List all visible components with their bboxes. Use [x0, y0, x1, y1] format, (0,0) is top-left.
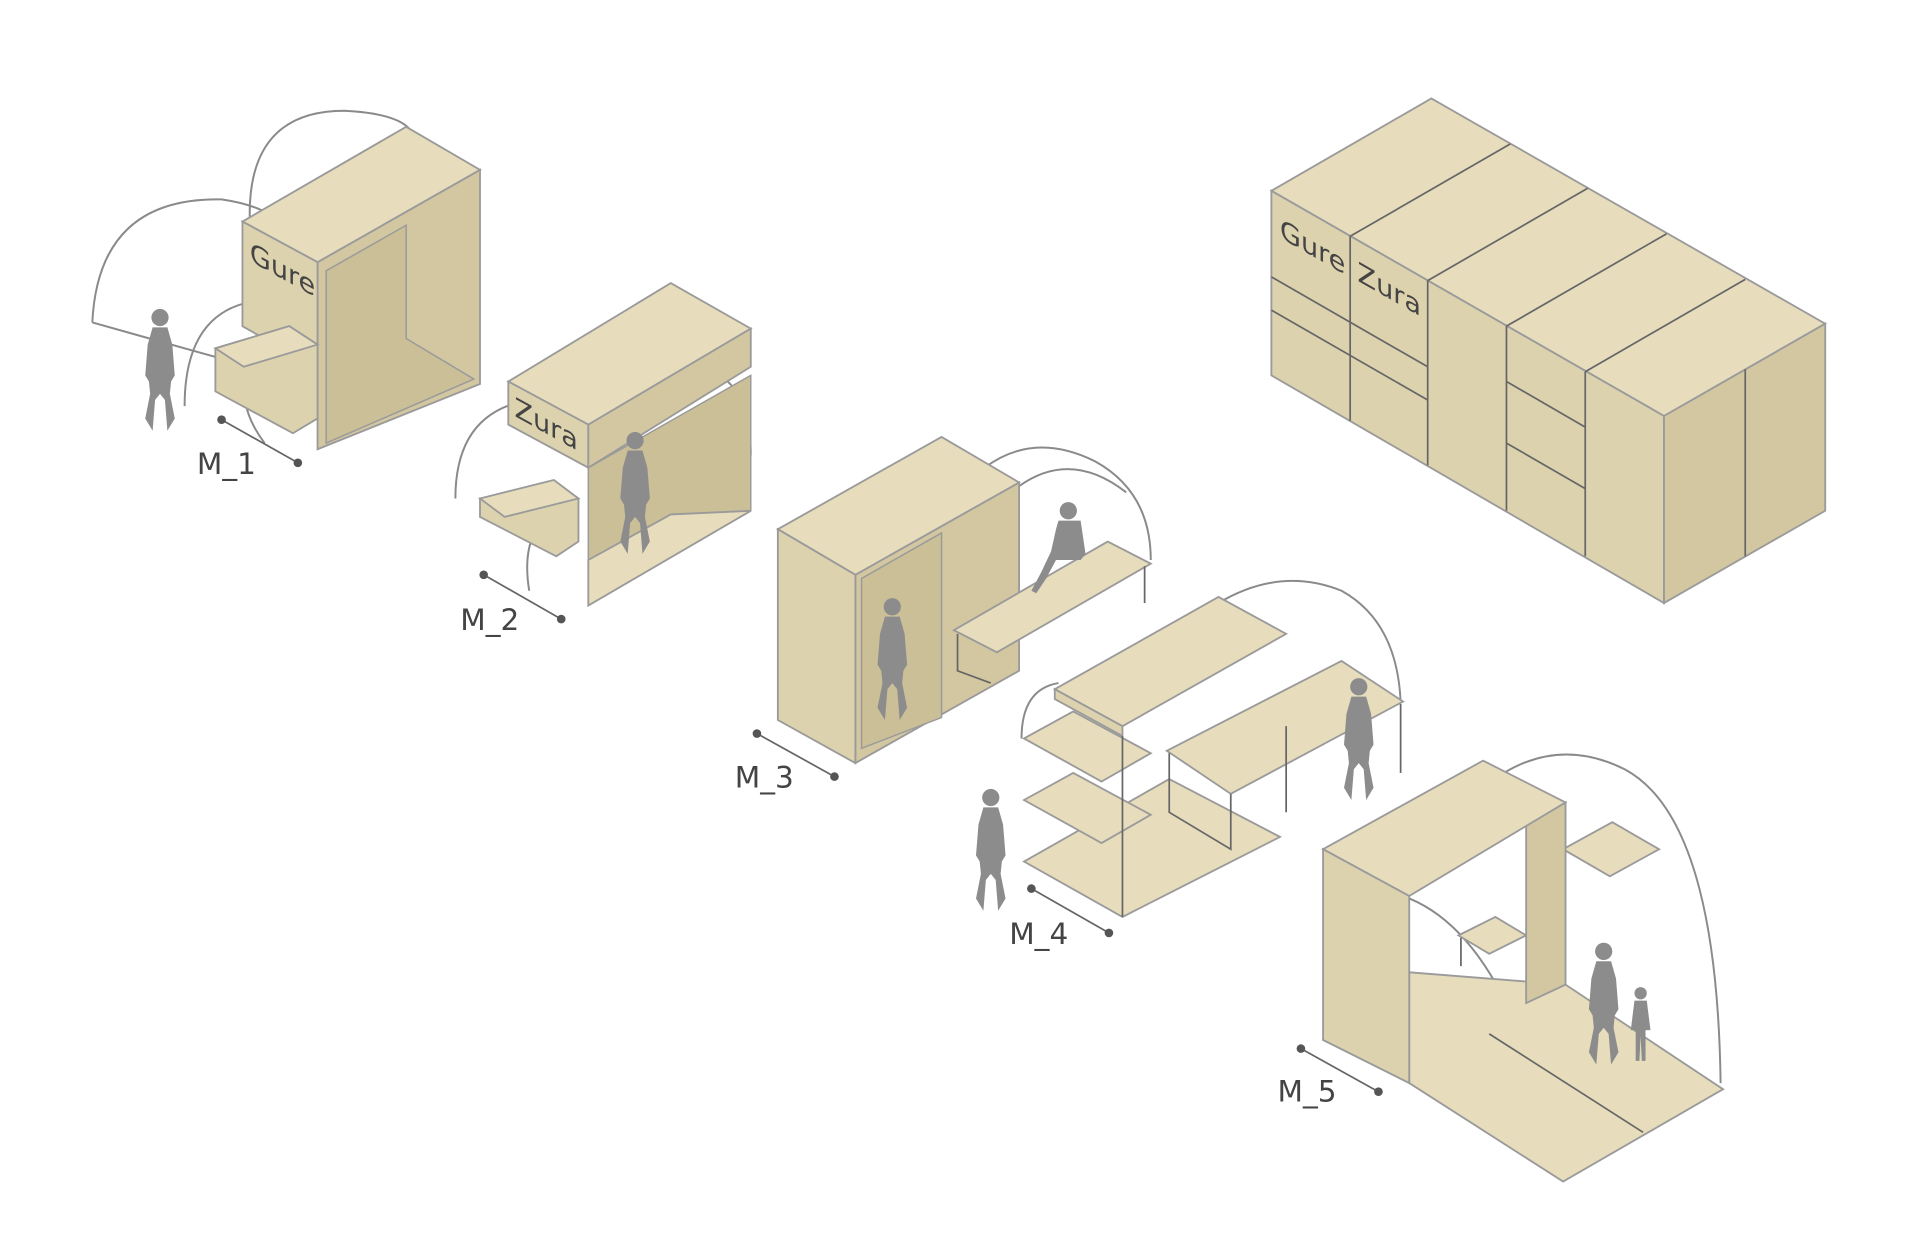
module-label: M_2 — [460, 603, 519, 637]
module-label: M_5 — [1278, 1075, 1337, 1109]
module-m1: Gure M_1 — [91, 109, 482, 481]
module-m4: M_4 — [976, 579, 1405, 951]
module-m2: Zura M_2 — [454, 282, 753, 637]
module-label: M_3 — [735, 761, 794, 795]
assembled-container: Gure Zura — [1269, 97, 1828, 605]
person-figure — [976, 788, 1006, 911]
module-label: M_4 — [1009, 917, 1068, 951]
module-m3: M_3 — [735, 435, 1153, 795]
module-label: M_1 — [197, 447, 256, 481]
module-m5: M_5 — [1278, 753, 1725, 1183]
person-figure — [145, 308, 175, 431]
